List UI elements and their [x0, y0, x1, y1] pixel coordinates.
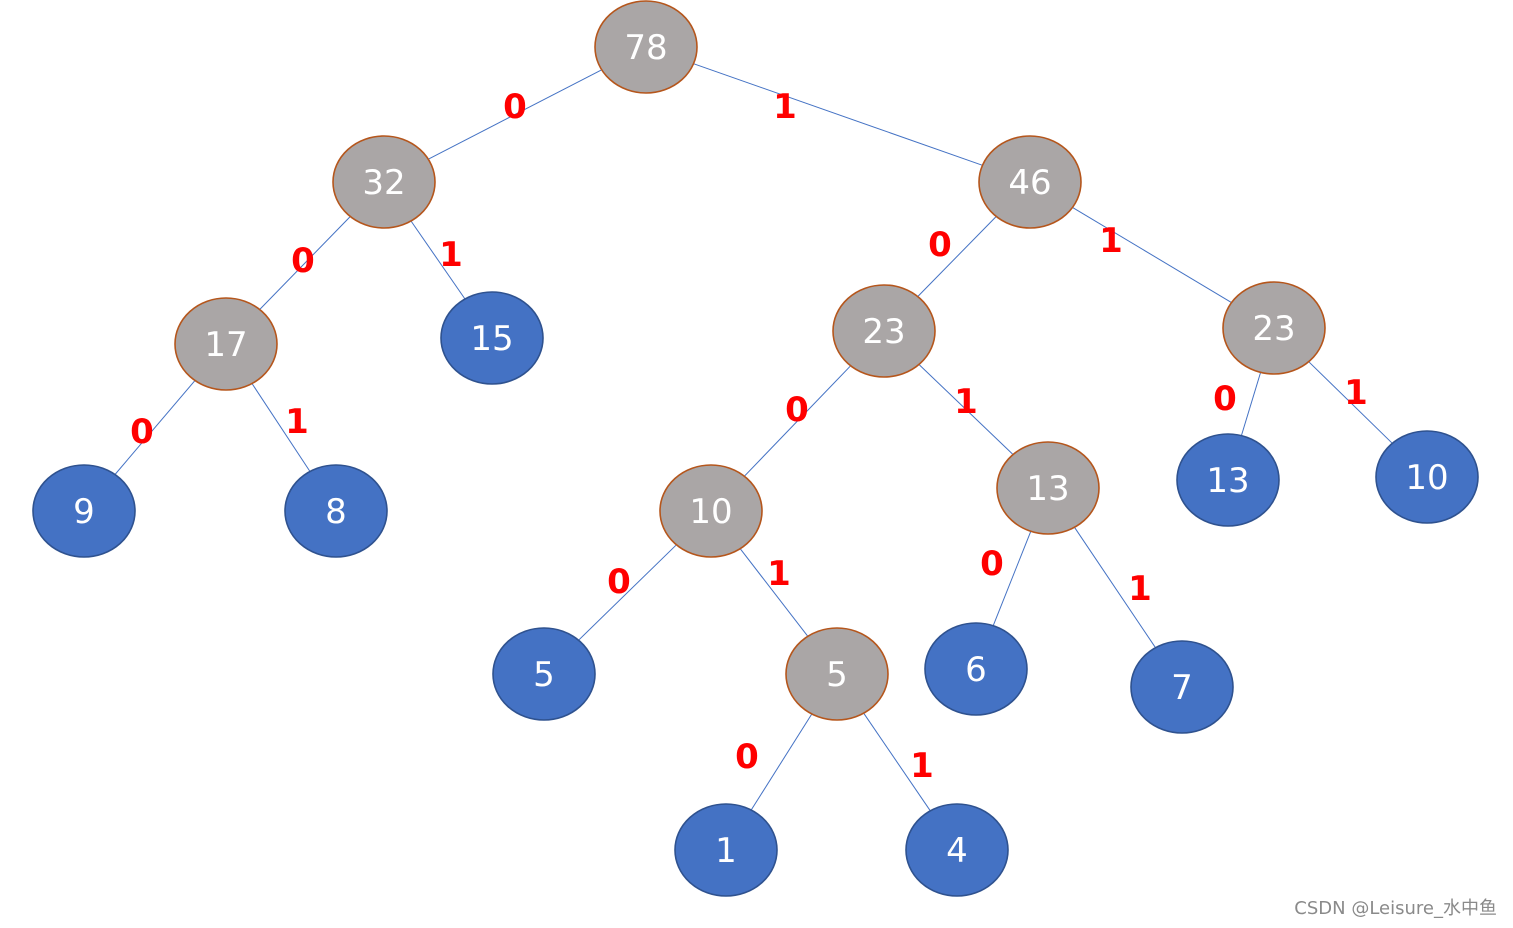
edge-n17-n8	[251, 383, 311, 472]
edge-bit-label: 1	[773, 87, 797, 127]
internal-node-n10a: 10	[659, 464, 763, 558]
edge-n23b-n13b	[1240, 372, 1262, 436]
edge-n32-n17	[259, 216, 351, 310]
node-weight-label: 78	[624, 28, 667, 68]
node-weight-label: 10	[1405, 458, 1448, 498]
edge-n78-n32	[428, 69, 602, 160]
edge-n10a-n5a	[578, 544, 677, 641]
edge-n46-n23a	[917, 216, 997, 297]
leaf-node-n1: 1	[674, 803, 778, 897]
node-ellipse	[659, 464, 763, 558]
node-weight-label: 10	[689, 492, 732, 532]
edge-bit-label: 0	[130, 412, 154, 452]
edge-bit-label: 1	[285, 402, 309, 442]
edge-bit-label: 1	[1128, 569, 1152, 609]
leaf-node-n7: 7	[1130, 640, 1234, 734]
edge-n23a-n13a	[918, 364, 1014, 455]
edge-n32-n15	[410, 220, 466, 300]
node-ellipse	[996, 441, 1100, 535]
edge-bit-label: 0	[785, 390, 809, 430]
edge-bit-label: 1	[439, 235, 463, 275]
leaf-node-n10b: 10	[1375, 430, 1479, 524]
edge-bit-label: 1	[767, 554, 791, 594]
edge-bit-label: 0	[291, 241, 315, 281]
edge-bit-label: 0	[928, 225, 952, 265]
node-ellipse	[785, 627, 889, 721]
leaf-node-n5a: 5	[492, 627, 596, 721]
leaf-node-n4: 4	[905, 803, 1009, 897]
node-weight-label: 9	[73, 492, 95, 532]
node-ellipse	[284, 464, 388, 558]
edge-n13a-n7	[1074, 527, 1156, 648]
edges-layer	[114, 63, 1393, 812]
edge-n17-n9	[114, 380, 196, 475]
node-weight-label: 32	[362, 163, 405, 203]
node-weight-label: 4	[946, 831, 968, 871]
edge-n5b-n4	[863, 712, 931, 812]
node-ellipse	[905, 803, 1009, 897]
edge-bit-label: 0	[735, 737, 759, 777]
node-weight-label: 13	[1206, 461, 1249, 501]
leaf-node-n13b: 13	[1176, 433, 1280, 527]
edge-bit-label: 0	[980, 544, 1004, 584]
internal-node-n23a: 23	[832, 284, 936, 378]
node-weight-label: 5	[533, 655, 555, 695]
node-weight-label: 13	[1026, 469, 1069, 509]
node-weight-label: 17	[204, 325, 247, 365]
edge-bit-label: 0	[503, 87, 527, 127]
edge-n78-n46	[693, 63, 983, 166]
internal-node-n17: 17	[174, 297, 278, 391]
leaf-node-n8: 8	[284, 464, 388, 558]
node-ellipse	[1375, 430, 1479, 524]
leaf-node-n6: 6	[924, 622, 1028, 716]
node-weight-label: 15	[470, 319, 513, 359]
edge-n23b-n10b	[1308, 361, 1393, 444]
node-weight-label: 23	[1252, 309, 1295, 349]
edge-n23a-n10a	[744, 365, 851, 477]
node-ellipse	[1222, 281, 1326, 375]
edge-n10a-n5b	[739, 548, 809, 637]
internal-node-n46: 46	[978, 135, 1082, 229]
node-ellipse	[174, 297, 278, 391]
edge-n5b-n1	[750, 713, 813, 811]
edge-n13a-n6	[992, 531, 1032, 626]
node-ellipse	[594, 0, 698, 94]
node-ellipse	[332, 135, 436, 229]
node-weight-label: 7	[1171, 668, 1193, 708]
internal-node-n13a: 13	[996, 441, 1100, 535]
node-weight-label: 5	[826, 655, 848, 695]
node-weight-label: 23	[862, 312, 905, 352]
edge-bit-label: 1	[1344, 373, 1368, 413]
node-ellipse	[924, 622, 1028, 716]
watermark: CSDN @Leisure_水中鱼	[1294, 898, 1497, 919]
node-ellipse	[492, 627, 596, 721]
node-weight-label: 6	[965, 650, 987, 690]
node-ellipse	[674, 803, 778, 897]
edge-bit-label: 1	[910, 746, 934, 786]
node-weight-label: 8	[325, 492, 347, 532]
edge-bit-label: 0	[607, 562, 631, 602]
internal-node-n5b: 5	[785, 627, 889, 721]
internal-node-n23b: 23	[1222, 281, 1326, 375]
edge-bit-label: 1	[1099, 221, 1123, 261]
internal-node-n78: 78	[594, 0, 698, 94]
node-ellipse	[32, 464, 136, 558]
node-ellipse	[440, 291, 544, 385]
leaf-node-n9: 9	[32, 464, 136, 558]
node-ellipse	[1130, 640, 1234, 734]
edge-n46-n23b	[1072, 206, 1232, 304]
node-weight-label: 46	[1008, 163, 1051, 203]
node-weight-label: 1	[715, 831, 737, 871]
leaf-node-n15: 15	[440, 291, 544, 385]
internal-node-n32: 32	[332, 135, 436, 229]
node-ellipse	[832, 284, 936, 378]
node-ellipse	[978, 135, 1082, 229]
edge-bit-label: 0	[1213, 379, 1237, 419]
node-ellipse	[1176, 433, 1280, 527]
edge-bit-label: 1	[954, 382, 978, 422]
